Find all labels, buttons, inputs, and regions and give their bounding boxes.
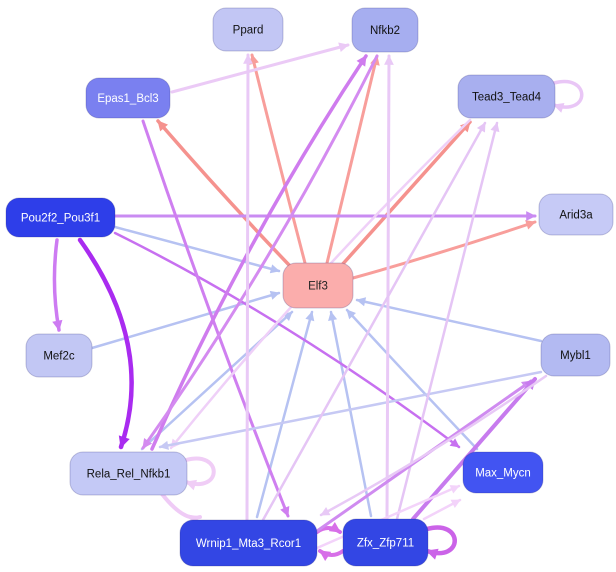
edge-mybl1-to-rela_rel_nfkb1[interactable] — [158, 370, 543, 450]
edge-wrnip1_mta3_rcor1-to-ppard[interactable] — [243, 53, 253, 522]
edge-rela_rel_nfkb1-to-wrnip1_mta3_rcor1[interactable] — [160, 492, 202, 526]
node-rela_rel_nfkb1[interactable]: Rela_Rel_Nfkb1 — [69, 451, 188, 496]
edge-elf3-to-arid3a[interactable] — [351, 220, 537, 280]
node-shape-elf3[interactable] — [282, 262, 354, 309]
edge-pou2f2_pou3f1-to-mef2c[interactable] — [52, 238, 63, 332]
node-zfx_zfp711[interactable]: Zfx_Zfp711 — [342, 518, 429, 567]
node-nfkb2[interactable]: Nfkb2 — [351, 7, 419, 53]
node-shape-zfx_zfp711[interactable] — [342, 518, 429, 567]
node-ppard[interactable]: Ppard — [212, 7, 284, 52]
edge-zfx_zfp711-to-nfkb2[interactable] — [384, 54, 394, 521]
edge-mybl1-to-wrnip1_mta3_rcor1[interactable] — [319, 374, 548, 517]
node-mybl1[interactable]: Mybl1 — [540, 333, 611, 377]
node-epas1_bcl3[interactable]: Epas1_Bcl3 — [85, 77, 171, 119]
node-shape-epas1_bcl3[interactable] — [85, 77, 171, 119]
edge-pou2f2_pou3f1-to-rela_rel_nfkb1[interactable] — [77, 237, 134, 450]
edge-wrnip1_mta3_rcor1-to-elf3[interactable] — [255, 310, 315, 519]
self-loop-rela_rel_nfkb1[interactable] — [184, 456, 216, 491]
self-loop-zfx_zfp711[interactable] — [424, 525, 457, 560]
edge-elf3-to-ppard[interactable] — [249, 53, 307, 265]
edge-zfx_zfp711-to-wrnip1_mta3_rcor1[interactable] — [318, 549, 345, 561]
edge-mef2c-to-elf3[interactable] — [90, 290, 281, 350]
node-max_mycn[interactable]: Max_Mycn — [462, 451, 544, 494]
node-mef2c[interactable]: Mef2c — [25, 333, 93, 378]
edge-mybl1-to-elf3[interactable] — [355, 297, 543, 343]
edge-wrnip1_mta3_rcor1-to-max_mycn[interactable] — [315, 484, 461, 550]
edge-nfkb2-to-rela_rel_nfkb1[interactable] — [141, 54, 379, 450]
edge-elf3-to-tead3_tead4[interactable] — [339, 120, 472, 268]
edge-wrnip1_mta3_rcor1-to-tead3_tead4[interactable] — [261, 121, 487, 522]
node-arid3a[interactable]: Arid3a — [538, 193, 614, 236]
edge-zfx_zfp711-to-max_mycn[interactable] — [422, 498, 462, 521]
edge-pou2f2_pou3f1-to-max_mycn[interactable] — [113, 231, 461, 449]
edge-zfx_zfp711-to-elf3[interactable] — [328, 310, 373, 518]
node-shape-rela_rel_nfkb1[interactable] — [69, 451, 188, 496]
node-shape-wrnip1_mta3_rcor1[interactable] — [179, 519, 318, 567]
edge-zfx_zfp711-to-mybl1[interactable] — [411, 377, 537, 521]
edge-elf3-to-nfkb2[interactable] — [325, 54, 380, 265]
node-shape-arid3a[interactable] — [538, 193, 614, 236]
node-tead3_tead4[interactable]: Tead3_Tead4 — [457, 74, 556, 119]
node-shape-pou2f2_pou3f1[interactable] — [5, 197, 116, 238]
node-shape-mybl1[interactable] — [540, 333, 611, 377]
node-shape-tead3_tead4[interactable] — [457, 74, 556, 119]
self-loop-tead3_tead4[interactable] — [552, 79, 584, 113]
node-shape-mef2c[interactable] — [25, 333, 93, 378]
node-elf3[interactable]: Elf3 — [282, 262, 354, 309]
edge-epas1_bcl3-to-nfkb2[interactable] — [170, 42, 350, 94]
node-pou2f2_pou3f1[interactable]: Pou2f2_Pou3f1 — [5, 197, 116, 238]
edge-rela_rel_nfkb1-to-nfkb2[interactable] — [150, 54, 368, 451]
node-shape-nfkb2[interactable] — [351, 7, 419, 53]
node-shape-ppard[interactable] — [212, 7, 284, 52]
node-wrnip1_mta3_rcor1[interactable]: Wrnip1_Mta3_Rcor1 — [179, 519, 318, 567]
node-shape-max_mycn[interactable] — [462, 451, 544, 494]
edge-pou2f2_pou3f1-to-elf3[interactable] — [113, 225, 281, 274]
